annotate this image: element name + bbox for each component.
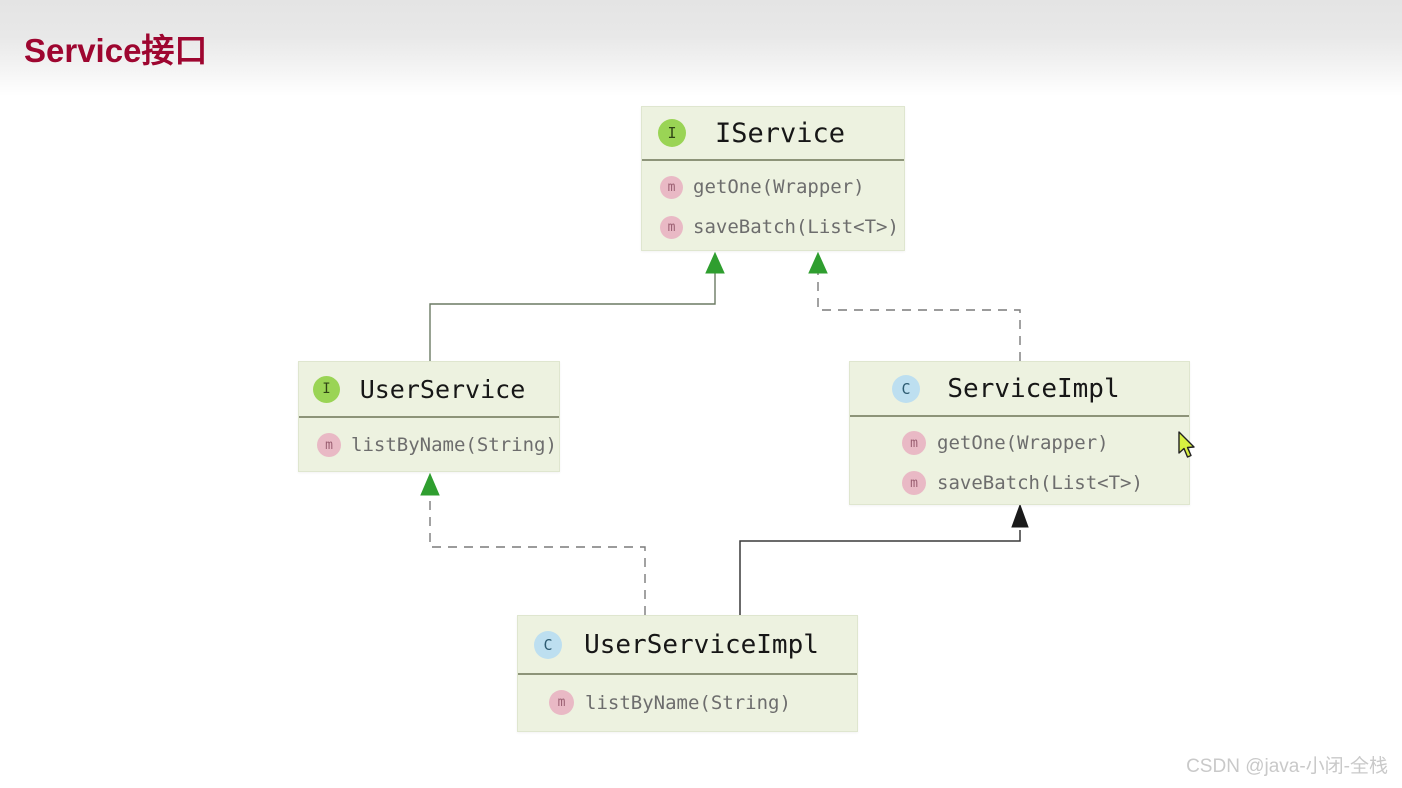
method-badge-icon: m bbox=[660, 175, 683, 199]
uml-header-userservice: I UserService bbox=[299, 362, 559, 418]
class-badge-icon: C bbox=[534, 630, 562, 659]
uml-body-serviceimpl: m getOne(Wrapper) m saveBatch(List<T>) bbox=[850, 417, 1189, 511]
relation-userserviceimpl-to-userservice bbox=[420, 472, 646, 615]
uml-body-userserviceimpl: m listByName(String) bbox=[518, 675, 857, 732]
relation-userserviceimpl-to-serviceimpl bbox=[739, 503, 1029, 615]
uml-class-name: UserService bbox=[359, 374, 526, 404]
method-badge-icon: m bbox=[549, 690, 574, 715]
interface-badge-icon: I bbox=[658, 119, 686, 147]
method-badge-icon: m bbox=[902, 471, 926, 495]
method-badge-icon: m bbox=[660, 215, 683, 239]
header-band bbox=[0, 0, 1402, 96]
relation-serviceimpl-to-iservice bbox=[808, 251, 1021, 361]
uml-class-userserviceimpl[interactable]: C UserServiceImpl m listByName(String) bbox=[517, 615, 858, 732]
uml-body-iservice: m getOne(Wrapper) m saveBatch(List<T>) bbox=[642, 161, 904, 255]
uml-body-userservice: m listByName(String) bbox=[299, 418, 559, 474]
uml-class-name: ServiceImpl bbox=[947, 373, 1120, 404]
uml-class-iservice[interactable]: I IService m getOne(Wrapper) m saveBatch… bbox=[641, 106, 905, 251]
uml-class-name: UserServiceImpl bbox=[584, 629, 819, 660]
class-badge-icon: C bbox=[892, 374, 920, 403]
method-badge-icon: m bbox=[317, 433, 341, 457]
uml-method-label: getOne(Wrapper) bbox=[693, 176, 865, 198]
uml-method-row[interactable]: m saveBatch(List<T>) bbox=[642, 207, 904, 247]
uml-method-label: listByName(String) bbox=[585, 691, 791, 714]
relation-userservice-to-iservice bbox=[429, 251, 725, 361]
uml-method-row[interactable]: m listByName(String) bbox=[518, 681, 857, 724]
uml-method-label: saveBatch(List<T>) bbox=[937, 472, 1143, 494]
uml-method-row[interactable]: m listByName(String) bbox=[299, 424, 559, 466]
uml-method-label: saveBatch(List<T>) bbox=[693, 216, 899, 238]
uml-method-label: listByName(String) bbox=[351, 434, 557, 456]
uml-class-userservice[interactable]: I UserService m listByName(String) bbox=[298, 361, 560, 472]
watermark: CSDN @java-小闭-全栈 bbox=[1186, 756, 1388, 777]
uml-method-row[interactable]: m saveBatch(List<T>) bbox=[850, 463, 1189, 503]
uml-method-label: getOne(Wrapper) bbox=[937, 432, 1109, 454]
page-title: Service接口 bbox=[24, 32, 208, 69]
interface-badge-icon: I bbox=[313, 375, 340, 403]
method-badge-icon: m bbox=[902, 431, 926, 455]
uml-method-row[interactable]: m getOne(Wrapper) bbox=[850, 423, 1189, 463]
uml-header-iservice: I IService bbox=[642, 107, 904, 161]
uml-method-row[interactable]: m getOne(Wrapper) bbox=[642, 167, 904, 207]
mouse-cursor-icon bbox=[1178, 431, 1195, 458]
uml-header-userserviceimpl: C UserServiceImpl bbox=[518, 616, 857, 675]
uml-class-serviceimpl[interactable]: C ServiceImpl m getOne(Wrapper) m saveBa… bbox=[849, 361, 1190, 505]
uml-class-name: IService bbox=[714, 117, 846, 149]
uml-header-serviceimpl: C ServiceImpl bbox=[850, 362, 1189, 417]
